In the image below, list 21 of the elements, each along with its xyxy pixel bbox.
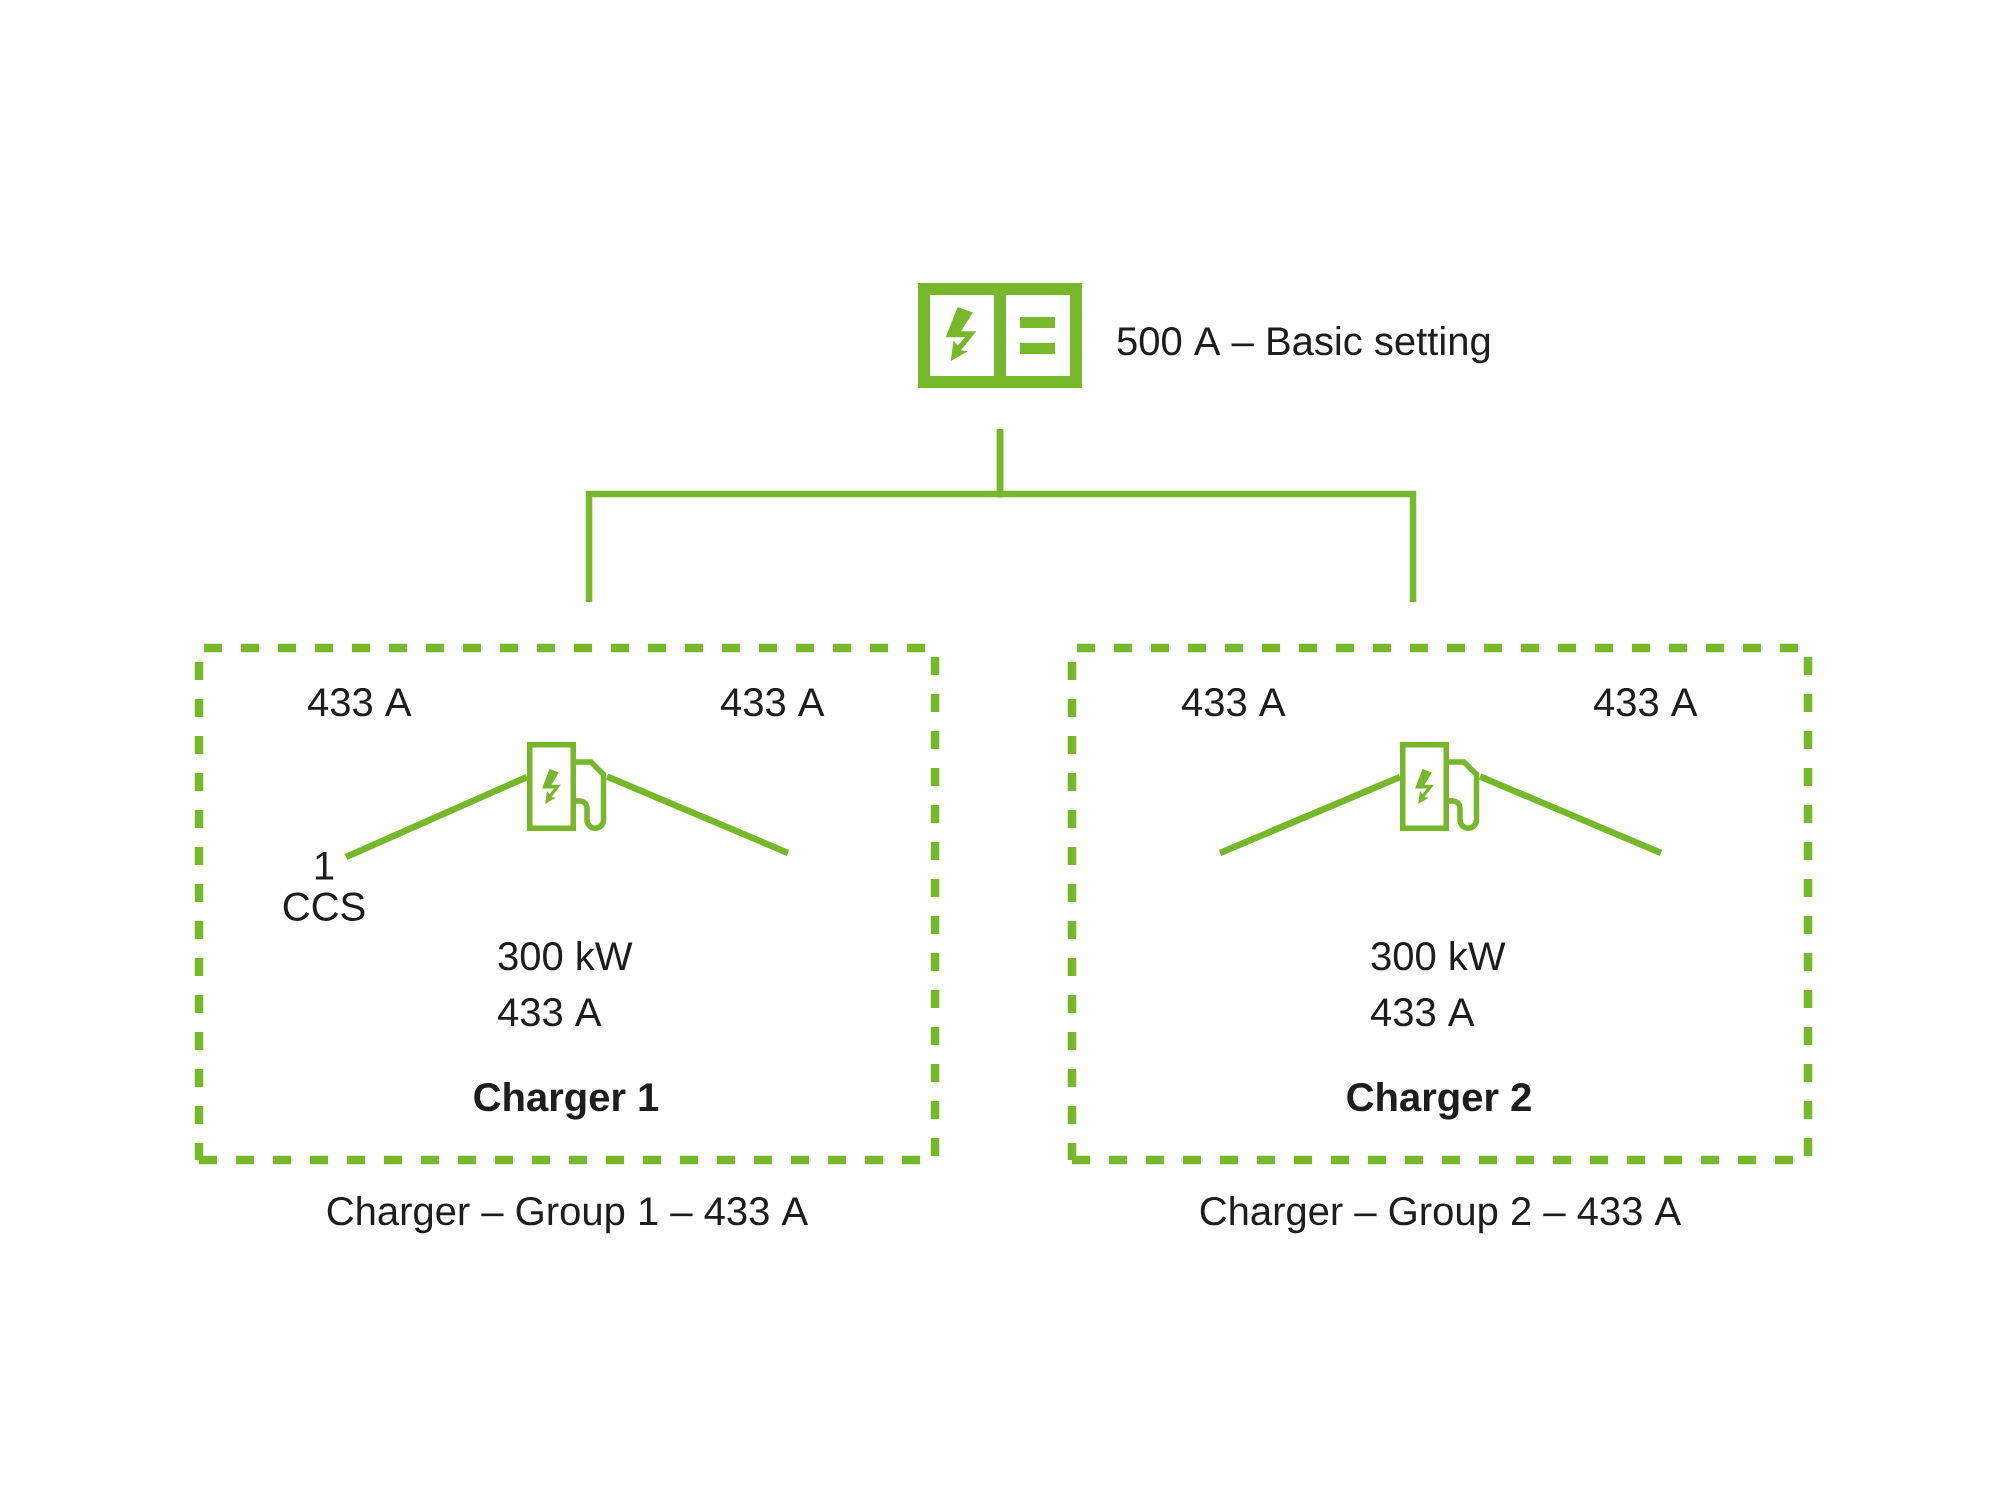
cable-line <box>1218 774 1402 856</box>
charger-icon <box>1400 742 1480 831</box>
distribution-board-icon <box>918 283 1082 388</box>
power-label: 300 kW <box>498 941 633 971</box>
edge-label: 433 A <box>1181 688 1286 717</box>
cable-line <box>1478 773 1663 856</box>
current-label: 433 A <box>497 998 602 1027</box>
cable-line <box>344 774 529 860</box>
edge-label: 433 A <box>307 688 412 717</box>
group-label: Charger – Group 2 – 433 A <box>1200 1196 1682 1234</box>
charger-name: Charger 1 <box>474 1082 659 1120</box>
group-label: Charger – Group 1 – 433 A <box>327 1196 809 1234</box>
current-label: 433 A <box>1370 998 1475 1027</box>
edge-label: 433 A <box>1593 688 1698 717</box>
power-label: 300 kW <box>1371 941 1506 971</box>
charger-name: Charger 2 <box>1347 1082 1531 1120</box>
setting-label: 500 A – Basic setting <box>1117 326 1490 364</box>
charger-icon <box>527 742 607 831</box>
cable-line <box>605 773 790 856</box>
connector-label: 1 CCS <box>283 852 365 921</box>
edge-label: 433 A <box>720 688 825 717</box>
